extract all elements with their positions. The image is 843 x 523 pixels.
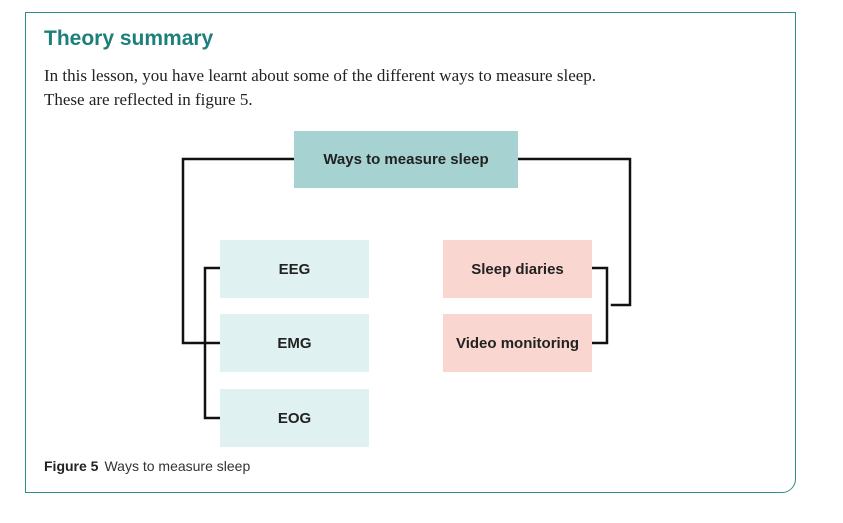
- connector-right-group: [590, 266, 609, 345]
- method-box-video-monitoring: Video monitoring: [443, 314, 592, 372]
- summary-panel-frame: [25, 12, 796, 493]
- intro-line-2: These are reflected in figure 5.: [44, 90, 253, 109]
- section-title: Theory summary: [44, 27, 214, 50]
- intro-line-1: In this lesson, you have learnt about so…: [44, 66, 597, 85]
- connector-root-right: [516, 157, 632, 307]
- method-box-sleep-diaries: Sleep diaries: [443, 240, 592, 298]
- method-box-eeg: EEG: [220, 240, 369, 298]
- method-box-eog: EOG: [220, 389, 369, 447]
- figure-label: Figure 5: [44, 458, 99, 474]
- figure-caption: Figure 5 Ways to measure sleep: [44, 458, 250, 474]
- method-box-emg: EMG: [220, 314, 369, 372]
- diagram-root-box: Ways to measure sleep: [294, 131, 518, 188]
- connector-left-group: [203, 266, 222, 420]
- figure-caption-text: Ways to measure sleep: [104, 458, 251, 474]
- connector-root-left: [181, 157, 296, 345]
